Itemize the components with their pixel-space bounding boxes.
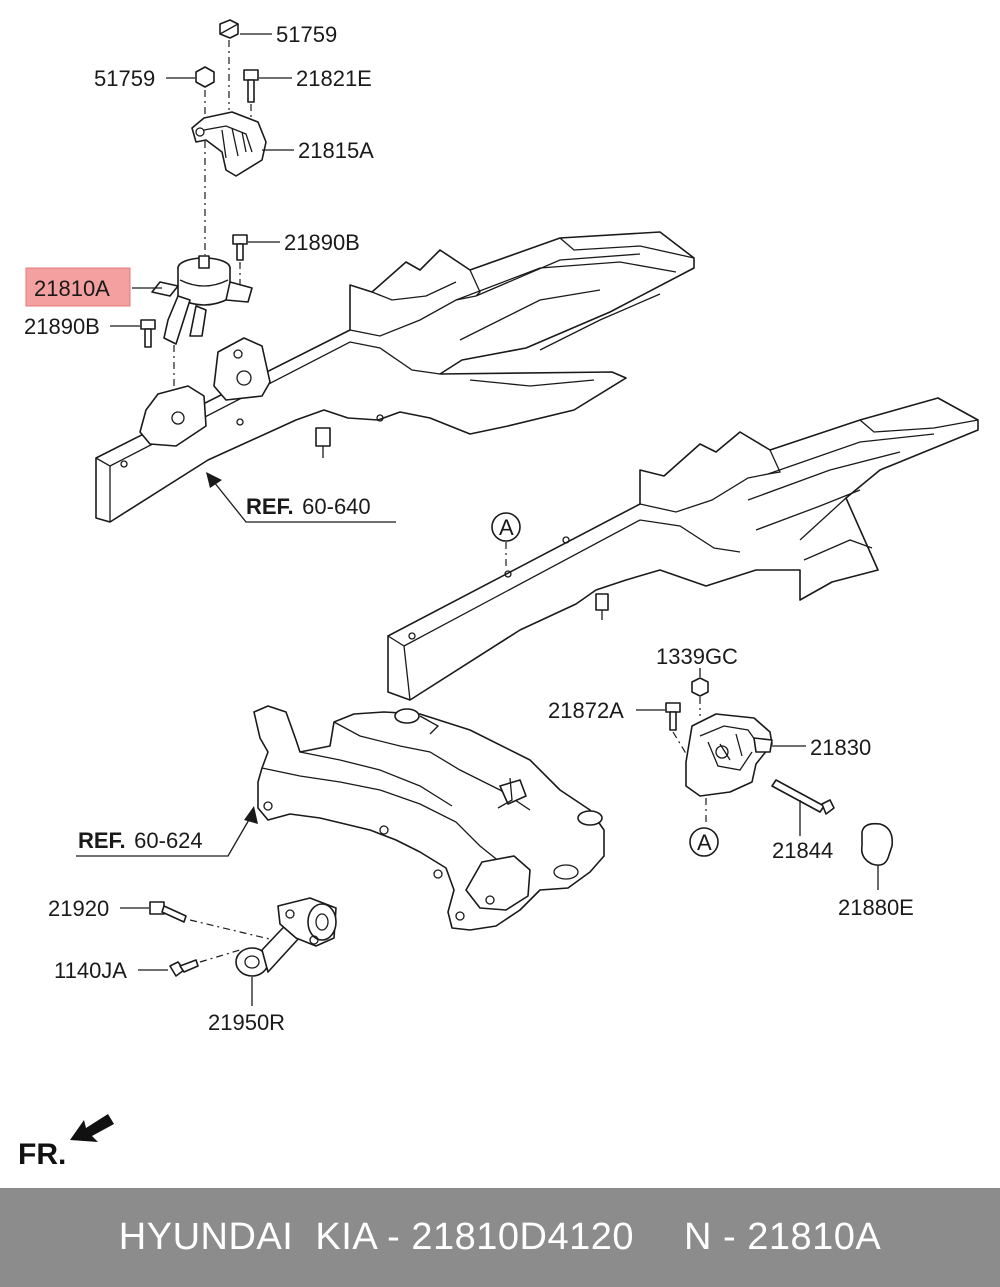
nut-51759-left [195, 66, 215, 88]
ref-num-2: 60-624 [134, 828, 203, 853]
label-51759-top: 51759 [276, 22, 337, 47]
roll-rod-21950r [235, 897, 337, 977]
side-member-left [95, 231, 695, 523]
bolt-1140ja [169, 959, 199, 977]
label-21880e: 21880E [838, 895, 914, 920]
label-21815a: 21815A [298, 138, 374, 163]
label-1140ja: 1140JA [54, 958, 127, 983]
reference-circle-a-bottom [689, 827, 719, 857]
label-21890b-top: 21890B [284, 230, 360, 255]
ref-label-60-640: REF. 60-640 [246, 494, 371, 519]
ref-bold-1: REF. [246, 494, 294, 519]
footer-brand-part-number: HYUNDAI KIA - 21810D4120 [118, 1216, 634, 1258]
label-1339gc: 1339GC [656, 644, 738, 669]
nut-51759-top [219, 19, 239, 39]
nut-1339gc [691, 677, 709, 697]
front-arrow-icon [70, 1114, 114, 1142]
label-21920: 21920 [48, 896, 109, 921]
parts-diagram: 51759 51759 21821E 21815A 21890B 21810A … [18, 19, 979, 1171]
bolt-21890b-left [140, 319, 156, 348]
bolt-21890b-top [232, 234, 248, 261]
bolt-21872a [665, 702, 681, 731]
highlight-box [25, 267, 131, 307]
ref-bold-2: REF. [78, 828, 126, 853]
bolt-21920 [149, 901, 187, 923]
subframe [253, 705, 605, 931]
label-21950r: 21950R [208, 1010, 285, 1035]
reference-circle-a-top [491, 512, 521, 570]
transmission-mount-21830 [685, 713, 773, 797]
label-21872a: 21872A [548, 698, 624, 723]
label-21830: 21830 [810, 735, 871, 760]
label-21890b-left: 21890B [24, 314, 100, 339]
footer-diagram-code: N - 21810A [683, 1216, 882, 1258]
engine-mount-21810a [151, 255, 253, 345]
footer-bar: HYUNDAI KIA - 21810D4120 N - 21810A [0, 1188, 1000, 1287]
ref-arrow-60-624 [76, 806, 258, 857]
ref-num-1: 60-640 [302, 494, 371, 519]
label-51759-left: 51759 [94, 66, 155, 91]
circle-a-bottom-letter: A [697, 830, 712, 855]
side-member-right [387, 397, 979, 701]
label-21844: 21844 [772, 838, 833, 863]
bolt-21821e [243, 69, 259, 103]
bracket-21815a [191, 111, 267, 177]
label-21821e: 21821E [296, 66, 372, 91]
fr-label: FR. [18, 1138, 66, 1171]
bolt-21844 [771, 779, 835, 815]
label-21810a: 21810A [34, 276, 110, 301]
ref-label-60-624: REF. 60-624 [78, 828, 203, 853]
cover-21880e [860, 822, 894, 866]
front-direction-indicator: FR. [18, 1114, 114, 1171]
ref-arrow-60-640 [206, 472, 396, 523]
circle-a-top-letter: A [499, 515, 514, 540]
